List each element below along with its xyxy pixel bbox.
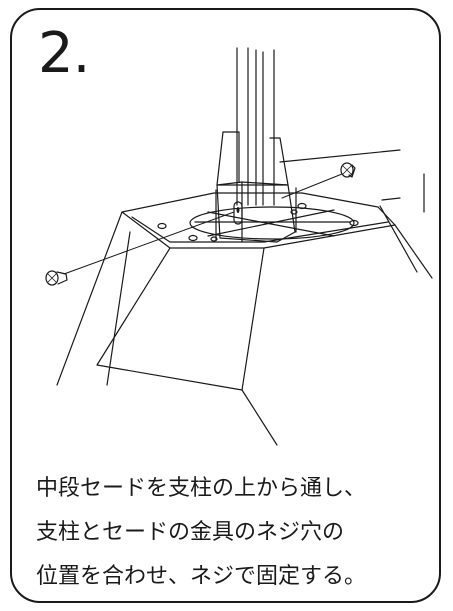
assembly-illustration	[45, 47, 433, 446]
left-screw-icon	[45, 211, 235, 286]
instruction-line-2: 支柱とセードの金具のネジ穴の	[36, 520, 345, 545]
upper-shade	[279, 149, 425, 273]
mounting-plate	[157, 202, 359, 242]
step-number: 2.	[38, 21, 90, 86]
instruction-line-1: 中段セードを支柱の上から通し、	[36, 476, 367, 501]
pole-bracket	[215, 131, 297, 243]
instruction-line-3: 位置を合わせ、ネジで固定する。	[36, 564, 367, 589]
instruction-text: 中段セードを支柱の上から通し、 支柱とセードの金具のネジ穴の 位置を合わせ、ネジ…	[36, 467, 436, 599]
right-screw-icon	[281, 162, 356, 199]
instruction-step-panel: 2. 中段セードを支柱の上から通し、 支柱とセードの金具のネジ穴の 位置を合わせ…	[10, 8, 441, 603]
middle-shade	[56, 192, 433, 446]
support-pole	[236, 47, 275, 206]
